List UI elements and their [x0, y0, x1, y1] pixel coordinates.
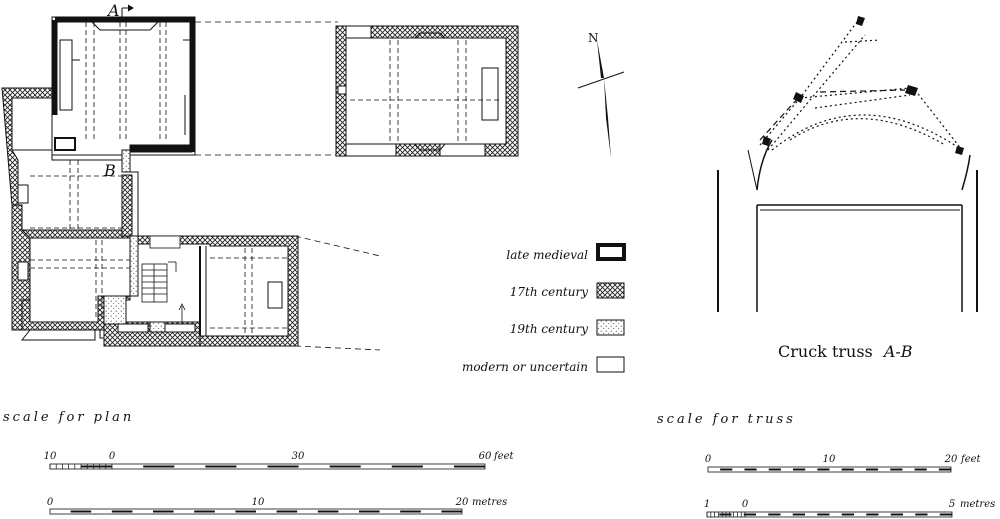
truss-metres-tick-0: 1 — [704, 499, 710, 510]
plan-metres-tick-1: 10 — [252, 497, 265, 508]
scale-bar-segment — [890, 468, 903, 471]
scale-bar-segment — [70, 510, 92, 513]
scale-bar-segment — [939, 513, 952, 516]
scale-bar-segment — [817, 468, 830, 471]
ground-plan — [1, 4, 519, 351]
scale-bar-segment — [329, 465, 361, 468]
scale-bar-segment — [792, 513, 805, 516]
plan-metres-tick-0: 0 — [47, 497, 54, 508]
truss-scale-title: scale for truss — [657, 412, 796, 427]
legend-swatch-crosshatch — [596, 282, 625, 299]
scale-bar-segment — [841, 468, 854, 471]
scale-bar-segment — [359, 510, 380, 513]
staircase — [141, 235, 186, 322]
truss-feet-tick-2: 20 — [944, 454, 958, 465]
cruck-truss-section — [717, 16, 978, 312]
truss-metres-tick-2: 5 — [949, 499, 955, 510]
plan-scale-title: scale for plan — [3, 410, 134, 425]
svg-text:modern or uncertain: modern or uncertain — [462, 360, 588, 374]
scale-bar-segment — [890, 513, 903, 516]
legend-item-modern: modern or uncertain — [462, 356, 625, 374]
plan-metres-unit: metres — [472, 497, 507, 508]
scale-bar-segment — [841, 513, 854, 516]
truss-feet-bar — [707, 466, 952, 473]
scale-bar-segment — [938, 468, 951, 471]
plan-feet-tick-0: 10 — [44, 451, 57, 462]
scale-bar-segment — [111, 510, 133, 513]
scale-bar-segment — [194, 510, 215, 513]
scale-bar-segment — [235, 510, 256, 513]
scale-bar-segment — [391, 465, 423, 468]
late-medieval-block — [51, 16, 196, 156]
legend-item-17th-century: 17th century — [510, 282, 625, 299]
plan-metres-bar — [49, 508, 463, 515]
scale-bar-segment — [400, 510, 421, 513]
legend-item-late-medieval: late medieval — [506, 243, 626, 262]
svg-text:Cruck truss A-B: Cruck truss A-B — [778, 342, 913, 361]
scale-bar-segment — [720, 468, 733, 471]
scale-bar-segment — [866, 513, 879, 516]
scale-bar-segment — [768, 513, 781, 516]
projection-lines — [195, 21, 381, 351]
scale-bar-segment — [914, 468, 927, 471]
scale-bar-segment — [441, 510, 462, 513]
plan-feet-tick-2: 30 — [292, 451, 305, 462]
legend-item-19th-century: 19th century — [510, 319, 625, 336]
section-marker-a — [121, 4, 134, 20]
truss-scale: scale for truss 0 10 20 feet 1 0 5 metre… — [657, 412, 995, 518]
beam-lines — [85, 22, 167, 140]
legend-swatch-stipple — [596, 319, 625, 336]
scale-bar-segment — [793, 468, 806, 471]
truss-metres-tick-1: 0 — [742, 499, 749, 510]
scale-bar-segment — [743, 513, 756, 516]
scale-bar-segment — [153, 510, 174, 513]
legend-swatch-plain — [596, 356, 625, 373]
scale-bar-segment — [276, 510, 298, 513]
scale-bar-segment — [317, 510, 339, 513]
svg-text:late medieval: late medieval — [506, 248, 588, 262]
svg-text:17th century: 17th century — [510, 285, 588, 299]
truss-feet-tick-0: 0 — [705, 454, 712, 465]
section-label-b: B — [103, 161, 116, 180]
scale-bar-segment — [205, 465, 237, 468]
truss-caption-section: A-B — [882, 342, 913, 361]
scale-bar-segment — [768, 468, 781, 471]
scale-bar-segment — [267, 465, 299, 468]
scale-bar-segment — [817, 513, 830, 516]
plan-feet-bar — [49, 463, 486, 470]
scale-bar-segment — [865, 468, 879, 471]
section-label-a: A — [106, 1, 120, 20]
scale-bar-segment — [81, 465, 113, 468]
scale-bar-segment — [744, 468, 757, 471]
plan-feet-tick-3: 60 — [479, 451, 492, 462]
plan-feet-tick-1: 0 — [109, 451, 116, 462]
plan-feet-unit: feet — [493, 451, 515, 462]
truss-feet-unit: feet — [960, 454, 982, 465]
main-range-beams — [30, 160, 288, 334]
north-arrow: N — [577, 31, 625, 158]
svg-text:19th century: 19th century — [510, 322, 588, 336]
scale-bar-segment — [453, 465, 485, 468]
east-outbuilding — [335, 25, 519, 157]
truss-metres-unit: metres — [960, 499, 995, 510]
scale-bar-segment — [143, 465, 175, 468]
main-range — [1, 87, 299, 347]
truss-metres-bar — [706, 511, 953, 518]
legend: late medieval 17th century 19th century … — [462, 243, 626, 374]
plan-scale: scale for plan 10 0 30 60 feet 0 10 20 m… — [3, 410, 515, 515]
truss-feet-tick-1: 10 — [823, 454, 836, 465]
north-label: N — [588, 31, 599, 45]
scale-bar-segment — [915, 513, 928, 516]
truss-caption-prefix: Cruck truss — [778, 342, 873, 361]
truss-caption: Cruck truss A-B — [778, 342, 913, 361]
legend-swatch-thick — [596, 243, 626, 261]
plan-metres-tick-2: 20 — [455, 497, 469, 508]
scale-bar-segment — [719, 513, 732, 516]
